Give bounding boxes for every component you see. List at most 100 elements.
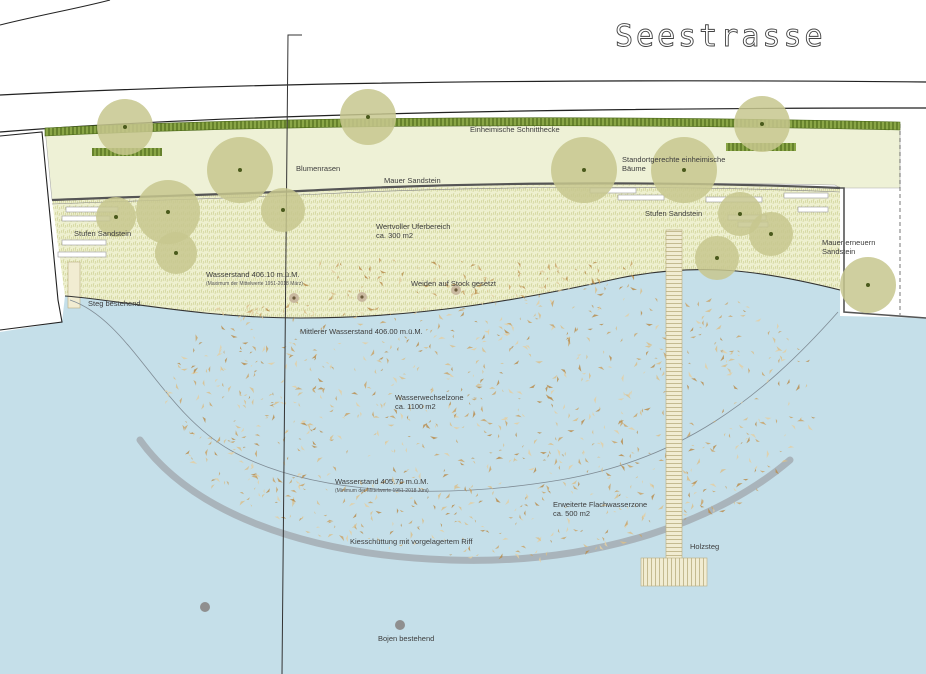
gravel-grain (361, 286, 364, 289)
gravel-grain (246, 309, 254, 313)
gravel-grain (470, 457, 475, 459)
gravel-grain (658, 504, 664, 510)
gravel-grain (393, 466, 397, 473)
gravel-grain (268, 394, 273, 397)
gravel-grain (242, 342, 249, 345)
gravel-grain (606, 331, 612, 335)
gravel-grain (805, 359, 810, 362)
gravel-grain (733, 402, 738, 405)
gravel-grain (446, 378, 451, 380)
gravel-grain (686, 384, 689, 391)
label-water-low: Wasserstand 405.70 m.ü.M. (335, 477, 429, 486)
gravel-grain (251, 399, 254, 406)
gravel-grain (577, 354, 582, 356)
gravel-grain (599, 406, 601, 411)
gravel-grain (480, 378, 484, 384)
gravel-grain (288, 355, 294, 359)
gravel-grain (574, 268, 578, 271)
gravel-grain (317, 475, 321, 479)
gravel-grain (568, 464, 574, 471)
gravel-grain (364, 502, 370, 508)
gravel-grain (614, 490, 620, 493)
gravel-grain (782, 348, 787, 354)
gravel-grain (691, 422, 695, 426)
gravel-grain (778, 331, 782, 334)
gravel-grain (203, 355, 209, 357)
gravel-grain (719, 469, 727, 474)
gravel-grain (254, 370, 258, 373)
gravel-grain (175, 383, 179, 390)
gravel-grain (335, 395, 338, 401)
gravel-grain (288, 342, 293, 344)
gravel-grain (498, 449, 503, 452)
gravel-grain (423, 307, 428, 310)
gravel-grain (697, 301, 699, 307)
gravel-grain (641, 512, 646, 519)
gravel-grain (753, 465, 758, 470)
gravel-grain (340, 485, 346, 492)
gravel-grain (254, 450, 257, 458)
gravel-grain (443, 453, 450, 457)
gravel-grain (470, 292, 474, 299)
gravel-grain (454, 486, 461, 489)
gravel-grain (559, 460, 563, 464)
gravel-grain (239, 390, 242, 396)
gravel-grain (190, 365, 196, 369)
gravel-grain (333, 525, 336, 529)
gravel-grain (441, 506, 448, 511)
gravel-grain (515, 414, 522, 418)
gravel-grain (311, 427, 317, 431)
gravel-grain (644, 345, 653, 348)
gravel-grain (563, 371, 567, 378)
gravel-grain (585, 457, 589, 463)
gravel-grain (247, 478, 250, 481)
gravel-grain (283, 309, 285, 314)
gravel-grain (500, 362, 504, 364)
gravel-grain (370, 349, 375, 357)
gravel-grain (473, 292, 480, 295)
gravel-grain (586, 337, 590, 342)
gravel-grain (582, 449, 585, 456)
gravel-grain (742, 478, 749, 481)
gravel-grain (460, 387, 463, 392)
gravel-grain (396, 508, 399, 514)
gravel-grain (684, 518, 687, 521)
gravel-grain (585, 380, 590, 382)
trees (96, 89, 896, 313)
gravel-grain (546, 277, 549, 280)
gravel-grain (240, 427, 244, 433)
gravel-grain (453, 426, 460, 430)
gravel-grain (498, 553, 503, 560)
gravel-grain (205, 448, 208, 457)
gravel-grain (550, 389, 555, 395)
gravel-grain (647, 452, 651, 455)
gravel-grain (359, 312, 364, 314)
gravel-grain (438, 313, 444, 320)
gravel-grain (635, 475, 638, 479)
gravel-grain (517, 269, 522, 275)
gravel-grain (263, 488, 265, 494)
gravel-grain (528, 353, 532, 358)
gravel-grain (561, 454, 564, 457)
gravel-grain (788, 416, 794, 419)
gravel-grain (480, 529, 486, 532)
gravel-grain (655, 433, 662, 437)
gravel-grain (641, 515, 644, 522)
gravel-grain (637, 446, 640, 453)
gravel-grain (289, 514, 291, 518)
gravel-grain (430, 436, 438, 440)
gravel-grain (316, 457, 323, 463)
gravel-grain (243, 394, 248, 396)
gravel-grain (524, 299, 528, 301)
gravel-grain (417, 527, 420, 531)
gravel-grain (329, 409, 334, 412)
gravel-grain (461, 425, 465, 428)
gravel-grain (705, 321, 709, 328)
gravel-grain (303, 309, 308, 315)
gravel-grain (202, 416, 206, 423)
gravel-grain (384, 416, 389, 418)
gravel-grain (515, 550, 521, 553)
gravel-grain (419, 320, 423, 322)
gravel-grain (514, 508, 517, 512)
gravel-grain (469, 402, 471, 406)
